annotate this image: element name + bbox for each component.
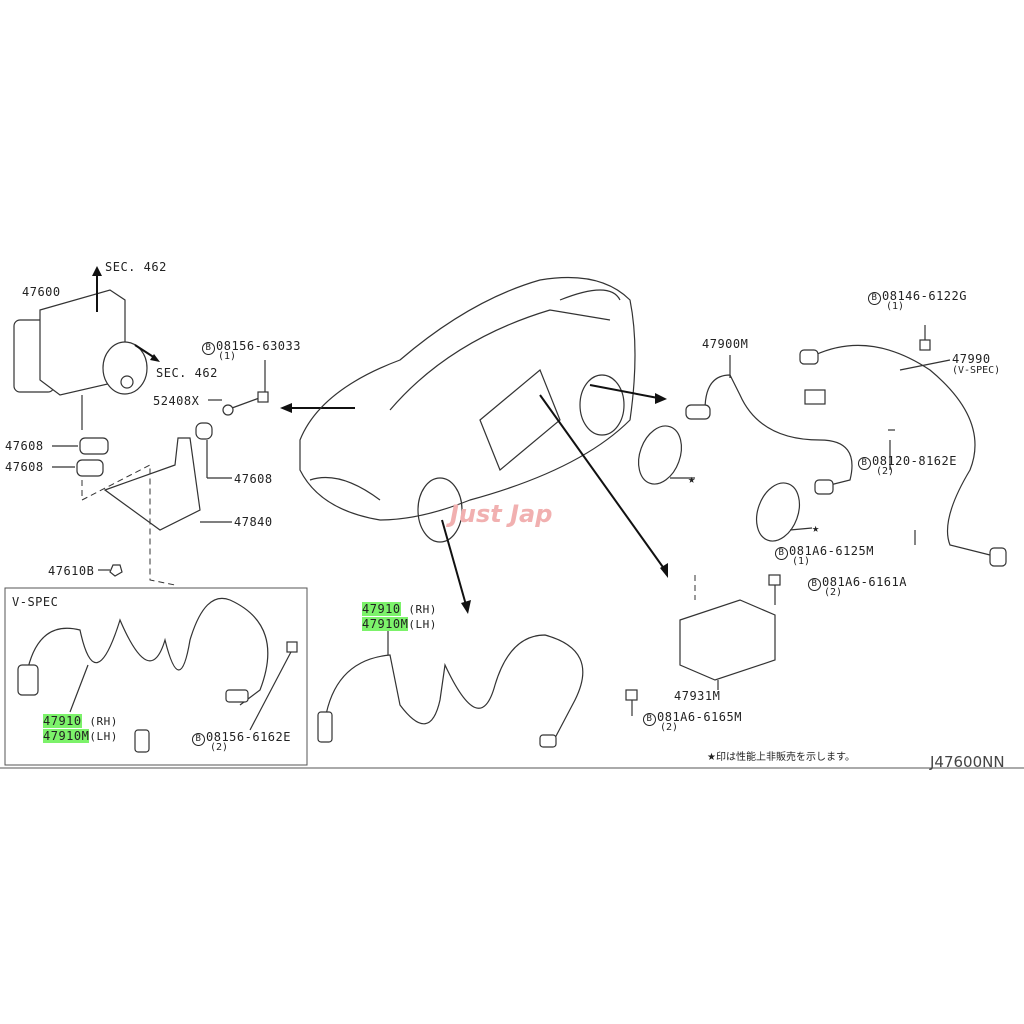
part-code: 47910	[43, 714, 82, 728]
control-module-47931m	[679, 599, 776, 681]
part-code: 081A6-6161A	[822, 575, 907, 589]
footnote: ★印は性能上非販売を示します。	[707, 752, 855, 763]
side: (LH)	[89, 730, 118, 743]
qty: (2)	[660, 722, 679, 733]
bolt-b-symbol: B	[192, 733, 205, 746]
sensor-47910-vspec	[27, 597, 269, 706]
qty: (2)	[210, 742, 229, 753]
part-47608-label: 47608	[5, 439, 44, 453]
vspec-box-title: V-SPEC	[12, 595, 59, 609]
part-code: 08146-6122G	[882, 289, 967, 303]
part-52408x-label: 52408X	[153, 394, 200, 408]
bolt-b-symbol: B	[858, 457, 871, 470]
part-code: 081A6-6125M	[789, 544, 874, 558]
grommet-47608b	[76, 459, 104, 477]
vspec-sensor-lh-label: 47910M(LH)	[43, 729, 118, 743]
part-code: 08120-8162E	[872, 454, 957, 468]
bracket-47840	[103, 437, 201, 531]
bolt-b-symbol: B	[775, 547, 788, 560]
abs-actuator-unit	[13, 289, 148, 430]
vspec-sensor-rh-label: 47910 (RH)	[43, 714, 118, 728]
diagram-code: J47600NN	[930, 753, 1005, 771]
star-marker: ★	[812, 521, 820, 535]
grommet-47608	[79, 437, 109, 455]
bolt-b-symbol: B	[808, 578, 821, 591]
side: (LH)	[408, 618, 437, 631]
part-code: 081A6-6165M	[657, 710, 742, 724]
sec-462-right-label: SEC. 462	[156, 366, 218, 380]
front-sensor-rh-label: 47910 (RH)	[362, 602, 437, 616]
part-47931m-label: 47931M	[674, 689, 721, 703]
part-47608-label: 47608	[234, 472, 273, 486]
part-47608-label: 47608	[5, 460, 44, 474]
qty: (2)	[824, 587, 843, 598]
sensor-47910-front	[324, 634, 584, 739]
part-47990-label: 47990	[952, 352, 991, 366]
part-47900m-label: 47900M	[702, 337, 749, 351]
side: (RH)	[89, 715, 118, 728]
car-outline	[299, 276, 636, 543]
part-47990-note: (V-SPEC)	[952, 365, 1001, 376]
part-47840-label: 47840	[234, 515, 273, 529]
vspec-box	[4, 587, 308, 766]
qty: (1)	[218, 351, 237, 362]
part-code: 08156-63033	[216, 339, 301, 353]
part-47600-label: 47600	[22, 285, 61, 299]
tone-ring-front	[755, 482, 801, 542]
qty: (2)	[876, 466, 895, 477]
part-47610b-label: 47610B	[48, 564, 95, 578]
tone-ring-rear	[637, 425, 683, 485]
qty: (1)	[792, 556, 811, 567]
star-marker: ★	[688, 472, 696, 486]
bolt-b-symbol: B	[643, 713, 656, 726]
sensor-47990	[814, 344, 991, 556]
sensor-47900m	[704, 374, 853, 486]
watermark-logo: Just Jap	[450, 500, 553, 528]
bolt-b-symbol: B	[202, 342, 215, 355]
bolt-b-symbol: B	[868, 292, 881, 305]
part-code: 08156-6162E	[206, 730, 291, 744]
part-code: 47910	[362, 602, 401, 616]
sec-462-up-label: SEC. 462	[105, 260, 167, 274]
part-code: 47910M	[43, 729, 90, 743]
qty: (1)	[886, 301, 905, 312]
nut-47610b	[109, 564, 123, 577]
part-code: 47910M	[362, 617, 409, 631]
front-sensor-lh-label: 47910M(LH)	[362, 617, 437, 631]
side: (RH)	[408, 603, 437, 616]
